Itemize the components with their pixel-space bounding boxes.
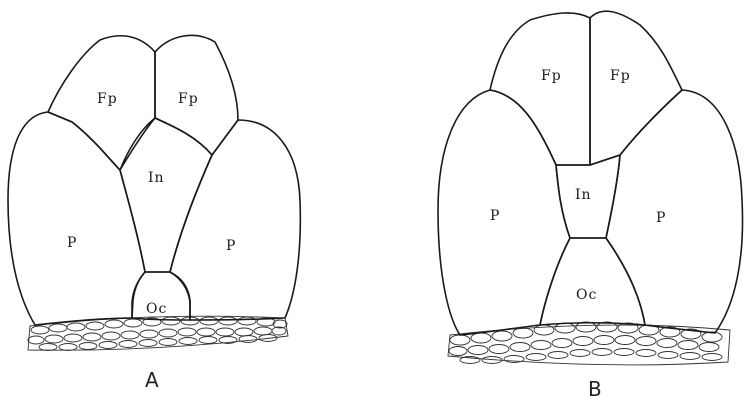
- panel-a-caption: A: [145, 368, 159, 392]
- panel-a-p-right-label: P: [226, 238, 236, 254]
- panel-a-fp-left-label: Fp: [97, 91, 118, 107]
- panel-a-in-label: In: [148, 170, 165, 186]
- panel-b-in-label: In: [575, 187, 592, 203]
- panel-b-p-right-label: P: [656, 210, 666, 226]
- panel-b-p-right-plate: [606, 90, 743, 333]
- panel-a-oc-label: Oc: [146, 301, 167, 317]
- panel-b: Fp Fp In P P Oc B: [438, 11, 743, 401]
- panel-b-fp-left-label: Fp: [541, 68, 562, 84]
- panel-b-p-left-plate: [438, 90, 570, 335]
- panel-b-fp-right-plate: [590, 11, 682, 165]
- panel-a-p-left-plate: [8, 112, 145, 325]
- panel-b-oc-label: Oc: [576, 287, 597, 303]
- panel-b-oc-plate: [540, 238, 645, 325]
- panel-b-scale-band: [448, 322, 730, 365]
- panel-a-in-plate: [120, 118, 212, 272]
- panel-a-fp-right-label: Fp: [178, 91, 199, 107]
- panel-a-p-left-label: P: [67, 235, 77, 251]
- panel-b-fp-right-label: Fp: [610, 68, 631, 84]
- panel-b-p-left-label: P: [490, 208, 500, 224]
- panel-b-fp-left-plate: [490, 13, 590, 165]
- panel-a-p-right-plate: [170, 120, 300, 320]
- panel-a: Fp Fp In P P Oc A: [8, 35, 300, 392]
- panel-b-caption: B: [588, 377, 602, 401]
